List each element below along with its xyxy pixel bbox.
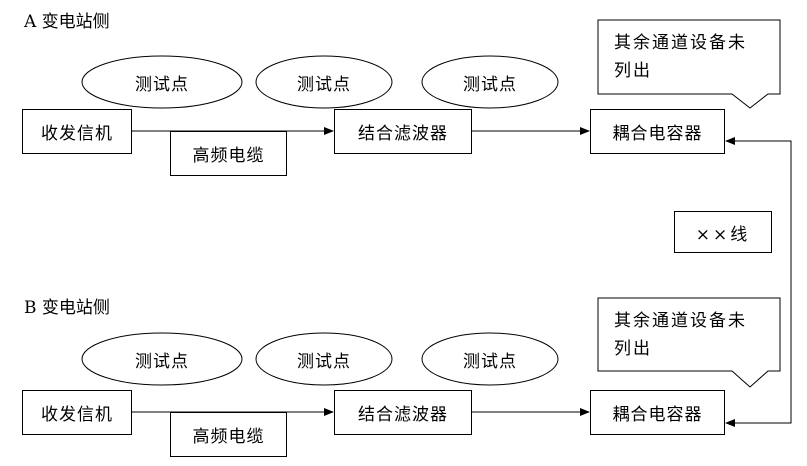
callout-text-a: 其余通道设备未 列出 — [614, 29, 774, 85]
transceiver-box-b: 收发信机 — [22, 390, 132, 435]
test-point-label-b-2: 测试点 — [297, 351, 351, 372]
combining-filter-box-a: 结合滤波器 — [334, 109, 472, 154]
coupling-capacitor-box-b: 耦合电容器 — [590, 390, 725, 435]
test-point-bubble-a-3 — [421, 55, 559, 109]
hf-cable-box-b: 高频电缆 — [170, 412, 287, 457]
test-point-bubble-b-2 — [255, 332, 393, 386]
callout-text-b: 其余通道设备未 列出 — [614, 307, 774, 363]
test-point-label-b-3: 测试点 — [463, 351, 517, 372]
station-a-title: A 变电站侧 — [24, 12, 110, 32]
test-point-label-b-1: 测试点 — [135, 351, 189, 372]
callout-bubble-b — [597, 297, 781, 388]
test-point-bubble-b-3 — [421, 332, 559, 386]
station-b-title: B 变电站侧 — [24, 298, 110, 318]
callout-line-b-1: 其余通道设备未 — [614, 311, 747, 331]
hf-cable-box-a: 高频电缆 — [170, 131, 287, 176]
combining-filter-box-b: 结合滤波器 — [334, 390, 472, 435]
transceiver-box-a: 收发信机 — [22, 109, 132, 154]
transmission-line-to-b — [725, 276, 792, 427]
test-point-bubble-b-1 — [81, 332, 243, 386]
coupling-capacitor-box-a: 耦合电容器 — [590, 109, 725, 154]
callout-line-b-2: 列出 — [614, 339, 652, 359]
callout-bubble-a — [597, 19, 781, 109]
callout-line-a-2: 列出 — [614, 61, 652, 81]
test-point-label-a-2: 测试点 — [297, 74, 351, 95]
callout-line-a-1: 其余通道设备未 — [614, 33, 747, 53]
test-point-label-a-3: 测试点 — [463, 74, 517, 95]
test-point-label-a-1: 测试点 — [135, 74, 189, 95]
test-point-bubble-a-1 — [81, 55, 243, 109]
test-point-bubble-a-2 — [255, 55, 393, 109]
transmission-line-to-a — [725, 137, 792, 276]
line-label-box: ××线 — [674, 211, 772, 253]
